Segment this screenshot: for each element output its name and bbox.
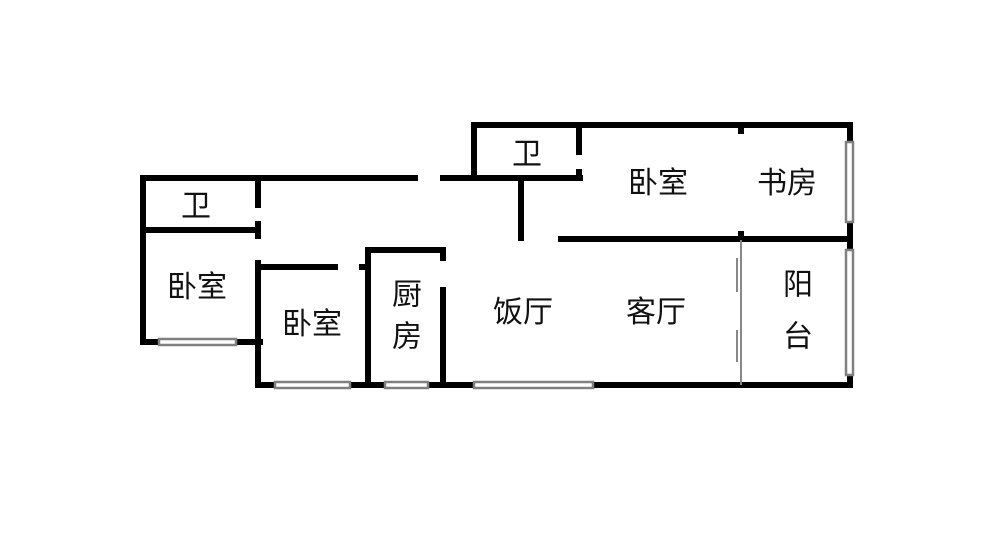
balcony-divider [736,240,742,385]
windows [157,140,855,390]
window-study [844,140,855,224]
walls [140,122,853,388]
room-label-bedroom-upper: 卧室 [628,166,688,201]
room-label-bedroom-middle: 卧室 [282,307,342,342]
room-label-bath-left: 卫 [181,189,211,224]
room-label-balcony: 阳台 [777,268,812,372]
room-label-kitchen: 厨房 [386,278,421,362]
wall-kitchen [365,247,446,388]
room-label-bedroom-left: 卧室 [167,270,227,305]
window-dining [472,380,595,390]
room-label-study: 书房 [757,166,817,201]
window-bedroom-left [157,337,238,347]
window-bedroom-middle [273,380,352,390]
window-kitchen [383,380,430,390]
room-label-bath-upper: 卫 [512,137,542,172]
room-label-dining: 饭厅 [493,295,553,330]
room-label-living: 客厅 [626,295,686,330]
window-balcony [844,248,855,377]
